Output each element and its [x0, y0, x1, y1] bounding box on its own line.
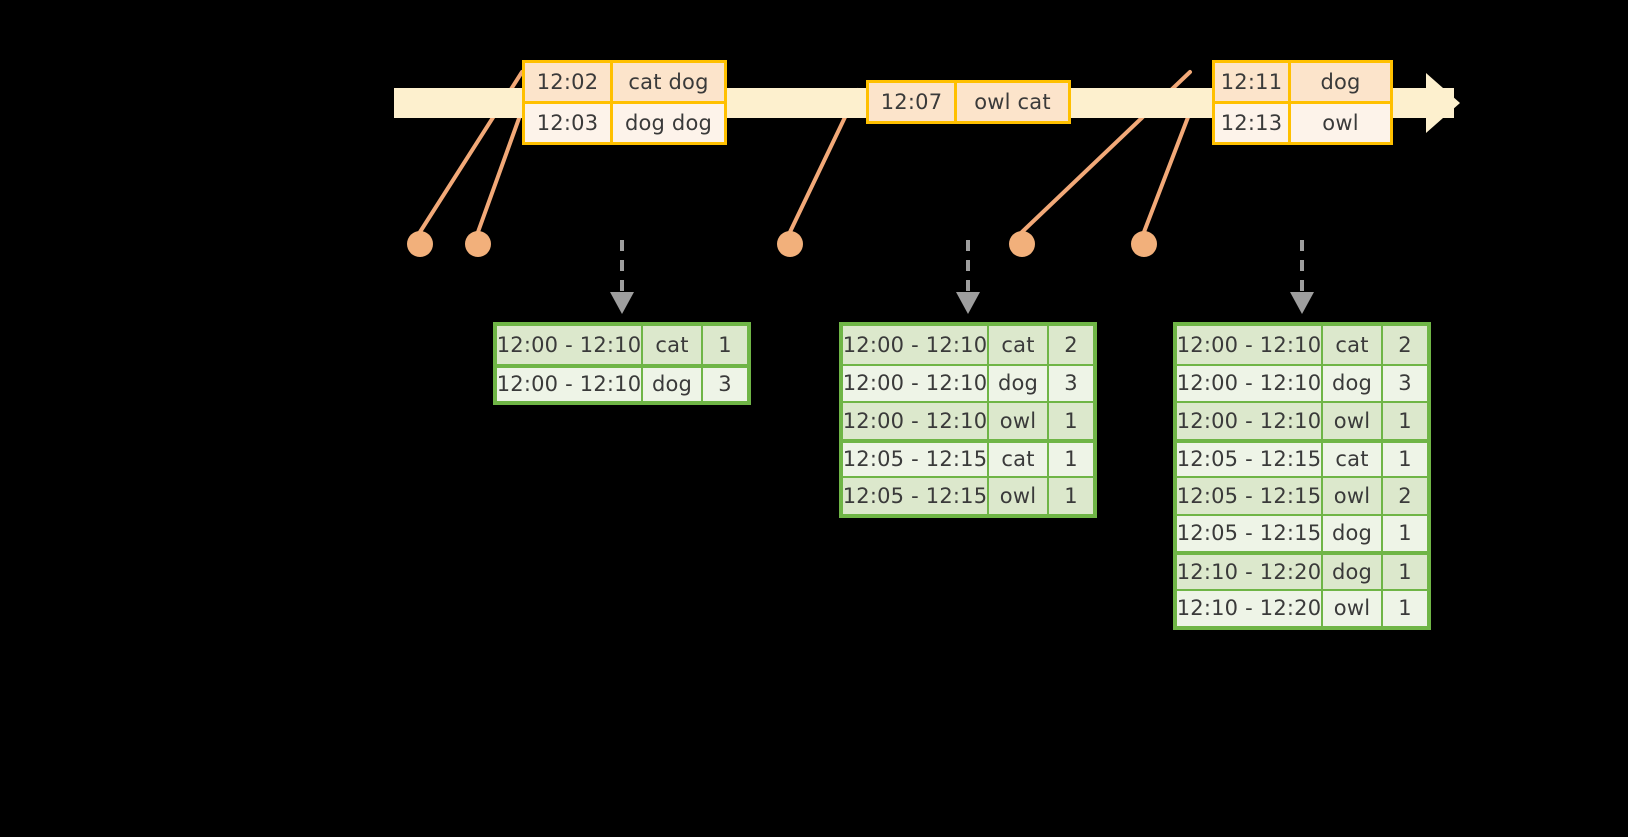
event-time: 12:07 [869, 83, 957, 121]
trigger-arrow-head-1 [610, 292, 634, 314]
cell-word: dog [989, 365, 1049, 401]
event-dot-1 [407, 231, 433, 257]
cell-word: owl [1323, 590, 1383, 626]
cell-count: 1 [1383, 403, 1427, 439]
event-text: cat dog [613, 63, 724, 101]
cell-window: 12:00 - 12:10 [497, 326, 643, 364]
cell-count: 2 [1049, 326, 1093, 364]
cell-count: 1 [1383, 442, 1427, 476]
event-time: 12:11 [1215, 63, 1291, 101]
cell-window: 12:00 - 12:10 [1177, 326, 1323, 364]
cell-count: 1 [1383, 515, 1427, 551]
cell-count: 1 [1049, 442, 1093, 476]
cell-count: 3 [1049, 365, 1093, 401]
cell-word: dog [643, 367, 703, 401]
event-row[interactable]: 12:02 cat dog [525, 63, 724, 101]
cell-count: 3 [1383, 365, 1427, 401]
event-text: dog dog [613, 104, 724, 142]
event-time: 12:13 [1215, 104, 1291, 142]
cell-count: 1 [1383, 590, 1427, 626]
cell-window: 12:00 - 12:10 [497, 367, 643, 401]
cell-word: cat [1323, 442, 1383, 476]
event-group-2[interactable]: 12:07 owl cat [866, 80, 1071, 124]
cell-window: 12:00 - 12:10 [1177, 403, 1323, 439]
cell-window: 12:00 - 12:10 [843, 326, 989, 364]
cell-word: owl [989, 403, 1049, 439]
cell-word: owl [1323, 478, 1383, 514]
cell-word: cat [989, 442, 1049, 476]
cell-word: cat [1323, 326, 1383, 364]
cell-word: owl [1323, 403, 1383, 439]
cell-word: dog [1323, 555, 1383, 589]
event-row[interactable]: 12:03 dog dog [525, 101, 724, 142]
event-text: owl cat [957, 83, 1068, 121]
trigger-arrow-head-3 [1290, 292, 1314, 314]
event-text: owl [1291, 104, 1390, 142]
trigger-arrow-head-2 [956, 292, 980, 314]
cell-window: 12:00 - 12:10 [1177, 365, 1323, 401]
cell-window: 12:00 - 12:10 [843, 365, 989, 401]
event-time: 12:03 [525, 104, 613, 142]
event-time: 12:02 [525, 63, 613, 101]
cell-window: 12:05 - 12:15 [1177, 442, 1323, 476]
event-dot-3 [777, 231, 803, 257]
event-dot-4 [1009, 231, 1035, 257]
cell-word: dog [1323, 365, 1383, 401]
cell-word: dog [1323, 515, 1383, 551]
cell-count: 3 [703, 367, 747, 401]
cell-window: 12:05 - 12:15 [843, 442, 989, 476]
timeline-arrowhead [1426, 73, 1460, 133]
connector-line-5 [1142, 110, 1192, 234]
cell-window: 12:10 - 12:20 [1177, 555, 1323, 589]
event-group-3[interactable]: 12:11 dog 12:13 owl [1212, 60, 1393, 145]
event-row[interactable]: 12:11 dog [1215, 63, 1390, 101]
event-dot-5 [1131, 231, 1157, 257]
cell-window: 12:05 - 12:15 [1177, 515, 1323, 551]
connector-line-2 [476, 108, 524, 234]
event-text: dog [1291, 63, 1390, 101]
cell-count: 1 [1383, 555, 1427, 589]
event-dot-2 [465, 231, 491, 257]
cell-window: 12:05 - 12:15 [1177, 478, 1323, 514]
cell-word: cat [643, 326, 703, 364]
cell-word: cat [989, 326, 1049, 364]
event-row[interactable]: 12:13 owl [1215, 101, 1390, 142]
cell-count: 1 [703, 326, 747, 364]
cell-window: 12:00 - 12:10 [843, 403, 989, 439]
event-group-1[interactable]: 12:02 cat dog 12:03 dog dog [522, 60, 727, 145]
cell-count: 2 [1383, 326, 1427, 364]
cell-count: 1 [1049, 478, 1093, 514]
event-row[interactable]: 12:07 owl cat [869, 83, 1068, 121]
cell-window: 12:10 - 12:20 [1177, 590, 1323, 626]
cell-window: 12:05 - 12:15 [843, 478, 989, 514]
cell-word: owl [989, 478, 1049, 514]
cell-count: 2 [1383, 478, 1427, 514]
cell-count: 1 [1049, 403, 1093, 439]
